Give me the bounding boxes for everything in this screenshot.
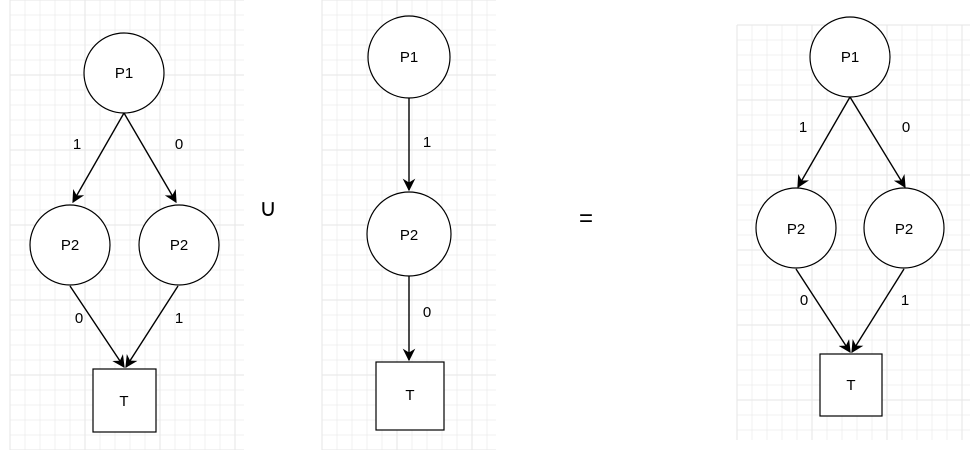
edge-label-p1-p2-right: 0 (902, 119, 910, 136)
node-t-label: T (846, 377, 855, 394)
equals-operator: = (579, 205, 593, 232)
node-p2-right-label: P2 (170, 237, 188, 254)
node-p2-right (863, 187, 945, 269)
edge-label-p2-left-t: 0 (75, 310, 83, 327)
node-p2-left (755, 187, 837, 269)
edge-p1-p2-right (849, 96, 906, 189)
edge-label-p1-p2-right: 0 (175, 136, 183, 153)
edge-p1-p2-left (797, 96, 851, 189)
node-p1 (367, 15, 451, 99)
edge-label-p2-right-t: 1 (175, 310, 183, 327)
node-p2 (366, 191, 452, 277)
edge-label-p2-left-t: 0 (800, 292, 808, 309)
edge-label-p1-p2: 1 (423, 134, 431, 151)
edge-p2-left-t (795, 268, 851, 354)
node-p1-label: P1 (400, 49, 418, 66)
edge-p2-right-t (851, 268, 905, 354)
edge-p2-right-t (125, 285, 179, 369)
node-p1 (83, 32, 165, 114)
node-p1-label: P1 (841, 49, 859, 66)
node-p2-label: P2 (400, 227, 418, 244)
node-p1 (809, 16, 891, 98)
node-p2-left-label: P2 (787, 221, 805, 238)
node-p2-left (29, 204, 111, 286)
edge-label-p1-p2-left: 1 (73, 136, 81, 153)
edge-p2-left-t (69, 285, 125, 369)
node-p1-label: P1 (115, 65, 133, 82)
node-p2-right-label: P2 (895, 221, 913, 238)
edge-label-p2-right-t: 1 (901, 292, 909, 309)
node-t-label: T (119, 393, 128, 410)
diagram-middle: P1 P2 T 1 0 (366, 15, 452, 431)
edge-p1-p2-right (123, 112, 177, 204)
diagram-left: P1 P2 P2 T 1 0 0 1 (29, 32, 220, 433)
node-t (375, 361, 445, 431)
node-p2-right (138, 204, 220, 286)
node-t (92, 368, 157, 433)
edge-label-p2-t: 0 (423, 304, 431, 321)
diagram-right: P1 P2 P2 T 1 0 0 1 (755, 16, 945, 417)
node-t-label: T (405, 387, 414, 404)
edge-p1-p2-left (72, 112, 125, 204)
node-t (819, 353, 883, 417)
edge-label-p1-p2-left: 1 (799, 119, 807, 136)
node-p2-left-label: P2 (61, 237, 79, 254)
union-operator: ∪ (259, 195, 277, 222)
